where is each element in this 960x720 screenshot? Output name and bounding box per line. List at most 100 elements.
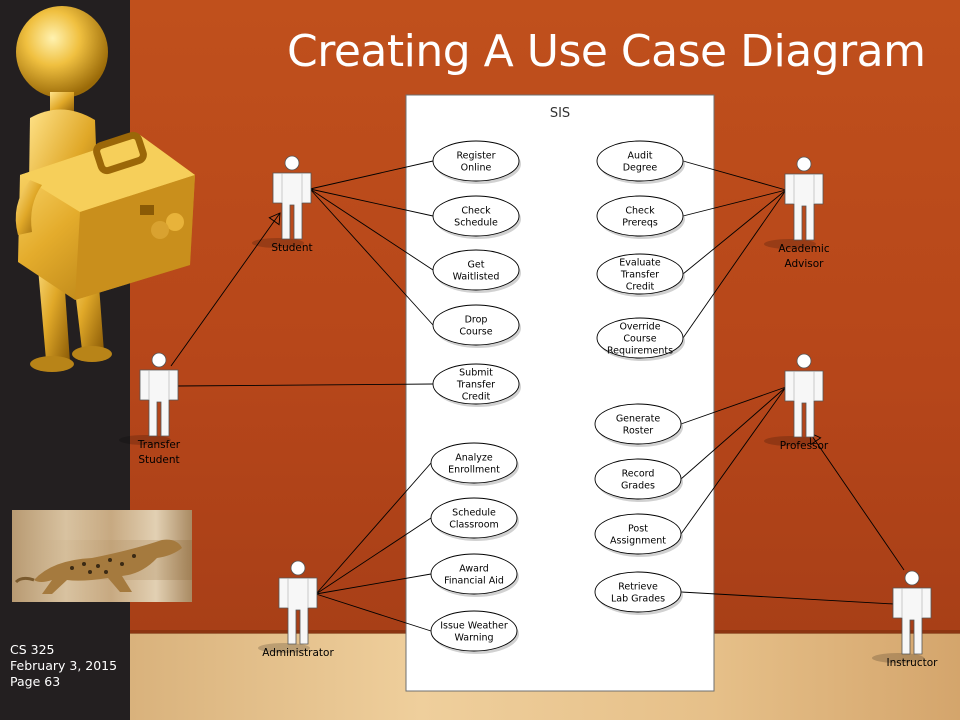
use-case-label: Waitlisted	[453, 272, 500, 283]
use-case-ellipse	[432, 304, 520, 346]
generalization-arrowhead-transfer-student	[268, 212, 281, 226]
use-case-label: Analyze	[455, 453, 493, 464]
use-case-label: Submit	[459, 368, 493, 379]
association-lines	[170, 160, 905, 632]
actor-label: Academic	[778, 243, 829, 255]
association-academic-advisor-audit-degree	[682, 160, 787, 191]
use-case-label: Generate	[616, 414, 661, 425]
use-case-ellipse	[430, 610, 518, 652]
association-academic-advisor-evaluate-transfer-credit	[682, 189, 787, 275]
actor-instructor: Instructor	[872, 570, 938, 669]
use-case-ellipse	[432, 195, 520, 237]
use-case-label: Get	[468, 260, 485, 271]
use-case-label: Warning	[454, 633, 493, 644]
use-case-label: Schedule	[454, 218, 498, 229]
use-case-label: Issue Weather	[440, 621, 508, 632]
actor-shadow	[119, 435, 171, 445]
actor-label: Transfer	[137, 439, 181, 451]
use-case-ellipse	[430, 553, 518, 595]
actor-label: Advisor	[784, 258, 824, 270]
use-case-label: Record	[622, 469, 655, 480]
actor-student: Student	[252, 155, 313, 254]
use-case-label: Financial Aid	[444, 576, 504, 587]
generalization-instructor-professor	[809, 432, 905, 571]
generalization-transfer-student-student	[170, 212, 281, 367]
use-case-ellipse	[594, 513, 682, 555]
association-professor-post-assignment	[680, 386, 787, 535]
use-case-label: Register	[456, 151, 495, 162]
use-case-label: Prereqs	[622, 218, 658, 229]
system-name: SIS	[550, 106, 570, 121]
use-case-ellipse	[596, 140, 684, 182]
use-case-label: Award	[459, 564, 488, 575]
use-case-ellipse	[432, 363, 520, 405]
actor-head-icon	[796, 156, 812, 172]
use-case-label: Assignment	[610, 536, 666, 547]
use-case-label: Evaluate	[619, 258, 661, 269]
actor-shadow	[764, 436, 816, 446]
actor-body-icon	[272, 172, 312, 240]
use-case-ellipse	[594, 458, 682, 500]
use-case-label: Course	[459, 327, 492, 338]
use-case-label: Credit	[462, 392, 491, 403]
association-administrator-award-financial-aid	[315, 573, 432, 595]
use-case-label: Grades	[621, 481, 655, 492]
use-case-label: Drop	[465, 315, 488, 326]
use-case-ellipse	[430, 497, 518, 539]
actor-shadow	[258, 643, 310, 653]
association-academic-advisor-override-course-requirements	[682, 189, 787, 339]
use-case-ellipse	[432, 249, 520, 291]
association-transfer-student-submit-transfer-credit	[176, 383, 434, 387]
actor-label: Student	[138, 454, 179, 466]
association-professor-record-grades	[680, 386, 787, 480]
use-case-label: Check	[461, 206, 491, 217]
use-case-ellipse	[432, 140, 520, 182]
use-case-label: Transfer	[620, 270, 659, 281]
actor-body-icon	[784, 370, 824, 438]
actor-label: Administrator	[262, 647, 334, 659]
actors: StudentTransferStudentAdministratorAcade…	[119, 155, 938, 669]
slide-footer: CS 325 February 3, 2015 Page 63	[10, 642, 117, 690]
actor-professor: Professor	[764, 353, 829, 452]
actor-head-icon	[284, 155, 300, 171]
use-case-ellipse	[596, 317, 684, 359]
actor-shadow	[252, 238, 304, 248]
use-case-label: Credit	[626, 282, 655, 293]
use-case-label: Lab Grades	[611, 594, 665, 605]
use-case-ellipse	[594, 571, 682, 613]
actor-shadow	[872, 653, 924, 663]
association-student-drop-course	[309, 188, 434, 326]
association-student-register-online	[309, 160, 434, 190]
actor-body-icon	[278, 577, 318, 645]
use-case-label: Post	[628, 524, 648, 535]
actor-head-icon	[290, 560, 306, 576]
use-case-label: Requirements	[607, 346, 673, 357]
cheetah-photo	[12, 510, 192, 602]
use-case-label: Enrollment	[448, 465, 500, 476]
association-professor-generate-roster	[680, 386, 787, 425]
use-case-ellipse	[430, 442, 518, 484]
generalization-arrowhead-instructor	[809, 432, 822, 446]
actor-body-icon	[784, 173, 824, 241]
association-administrator-schedule-classroom	[315, 517, 432, 595]
actor-shadow	[764, 239, 816, 249]
association-academic-advisor-check-prereqs	[682, 189, 787, 217]
